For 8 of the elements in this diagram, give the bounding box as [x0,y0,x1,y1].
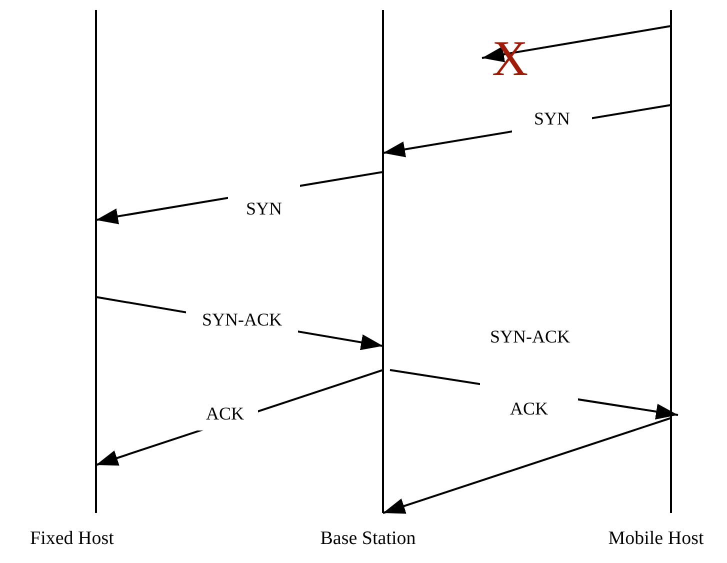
lifeline [95,10,97,513]
lifeline-label: Mobile Host [608,528,704,550]
lifeline [382,10,384,513]
message-label: SYN-ACK [490,326,570,348]
message-arrow [382,417,672,516]
lifeline-label: Base Station [320,528,416,550]
lifeline-label: Fixed Host [30,528,114,550]
lifeline [670,10,672,513]
